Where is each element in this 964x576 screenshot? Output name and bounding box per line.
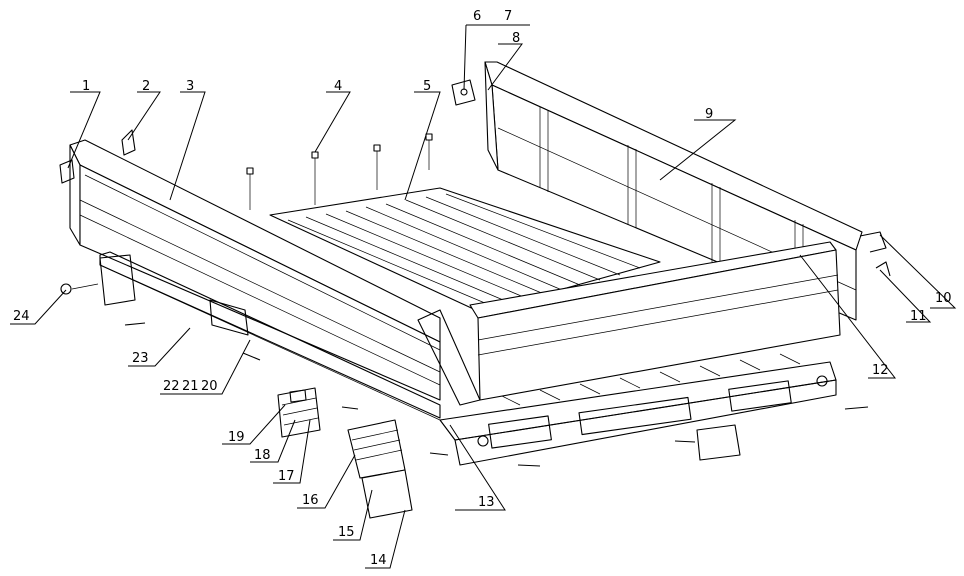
callout-4: 4 (334, 79, 342, 94)
callout-5: 5 (423, 79, 431, 94)
leader-lines (10, 24, 957, 569)
bolt-head (311, 151, 319, 159)
callout-9: 9 (705, 107, 713, 122)
callout-14: 14 (370, 553, 387, 568)
frame-bolt (477, 435, 489, 447)
pin (844, 406, 869, 410)
corner-clip (875, 261, 891, 277)
callout-21: 21 (182, 379, 199, 394)
bolt-head (373, 144, 381, 152)
floor-slats (287, 193, 641, 307)
callout-19: 19 (228, 430, 245, 445)
callout-17: 17 (278, 469, 295, 484)
frame-cutout-right (728, 380, 792, 412)
hinge-plate (451, 79, 476, 106)
callout-18: 18 (254, 448, 271, 463)
step-assembly-left (277, 387, 321, 438)
callout-15: 15 (338, 525, 355, 540)
lower-bracket (209, 299, 249, 336)
callout-2: 2 (142, 79, 150, 94)
callout-16: 16 (302, 493, 319, 508)
frame-cutout-left (488, 415, 552, 449)
callout-12: 12 (872, 363, 889, 378)
callout-6: 6 (473, 9, 481, 24)
frame-cross-members (499, 353, 801, 406)
callout-20: 20 (201, 379, 218, 394)
callout-3: 3 (186, 79, 194, 94)
bushing (60, 283, 72, 295)
corner-hook (859, 231, 887, 253)
lower-bracket (99, 254, 136, 306)
fasteners (60, 133, 869, 467)
callout-8: 8 (512, 31, 520, 46)
callout-24: 24 (13, 309, 30, 324)
bolt-head (425, 133, 433, 141)
hinge-bracket (121, 129, 136, 156)
left-side-board (69, 139, 441, 401)
pin (429, 452, 449, 456)
pin (674, 440, 696, 443)
pin (517, 464, 541, 467)
mud-flap-bracket (696, 424, 741, 461)
bolt-head (246, 167, 254, 175)
tail-gate (417, 241, 841, 406)
base-frame (439, 353, 837, 466)
callout-labels: 1 2 3 4 5 6 7 8 9 10 11 12 13 14 15 16 1… (13, 9, 952, 568)
pin (242, 352, 261, 361)
front-latch (59, 159, 75, 184)
callout-11: 11 (910, 309, 927, 324)
callout-22: 22 (163, 379, 180, 394)
pin (341, 406, 359, 410)
cargo-floor (269, 187, 661, 313)
pin (124, 322, 146, 326)
callout-7: 7 (504, 9, 512, 24)
callout-23: 23 (132, 351, 149, 366)
frame-bolt (816, 375, 828, 387)
frame-cutout-center (578, 396, 692, 436)
callout-10: 10 (935, 291, 952, 306)
latch-hardware (59, 79, 891, 277)
step-assembly-right (347, 419, 413, 519)
tail-gate-post (417, 309, 481, 406)
left-lower-rail (99, 251, 441, 421)
callout-13: 13 (478, 495, 495, 510)
callout-1: 1 (82, 79, 90, 94)
step-tread (361, 469, 413, 519)
